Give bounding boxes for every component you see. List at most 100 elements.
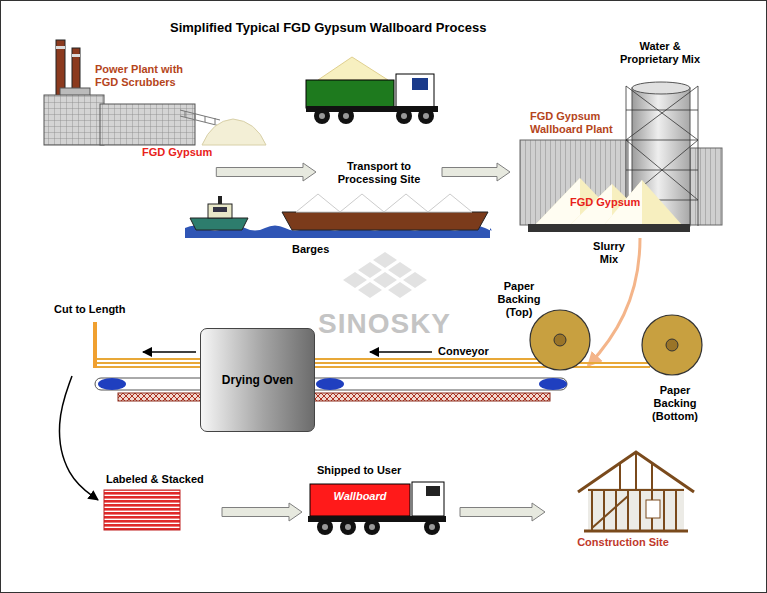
watermark-logo (343, 252, 427, 298)
board-stack (104, 490, 180, 530)
watermark-logo (403, 272, 427, 288)
house-frame (620, 452, 652, 490)
block-arrow (222, 503, 302, 521)
watermark-logo (373, 272, 397, 288)
node-label: Paper Backing (Top) (492, 280, 546, 319)
delivery-truck (308, 482, 446, 535)
text-label: Conveyor (438, 345, 489, 358)
delivery-truck (412, 482, 444, 516)
flow-arrow (60, 376, 98, 500)
roll-core (554, 334, 566, 346)
power-plant (72, 54, 80, 57)
board-stack (104, 490, 180, 530)
wallboard-plant (690, 148, 722, 225)
paper-roll-circle (642, 315, 702, 375)
block-arrow (216, 163, 316, 181)
flow-arrow (143, 351, 196, 353)
node-label: Wallboard (310, 490, 410, 503)
power-plant (44, 40, 266, 145)
dump-truck (343, 113, 349, 119)
node-label: Cut to Length (54, 303, 125, 316)
house-frame (578, 452, 694, 531)
barges (213, 207, 227, 212)
house-frame (646, 500, 660, 518)
process-box: Drying Oven (200, 328, 315, 432)
power-plant-group: Power Plant with FGD ScrubbersFGD Gypsum (40, 35, 216, 185)
delivery-truck (369, 524, 375, 530)
power-plant (202, 119, 266, 145)
paper-roll: Paper Backing (Bottom) (635, 312, 715, 430)
delivery-truck (364, 519, 380, 535)
paper-roll: Paper Backing (Top) (490, 278, 590, 373)
node-label: Power Plant with FGD Scrubbers (95, 63, 207, 89)
node-label: FGD Gypsum Wallboard Plant (530, 110, 632, 136)
house-frame (578, 452, 694, 492)
roll-core (666, 339, 678, 351)
roll-shape (490, 278, 590, 373)
conveyor (316, 378, 344, 390)
wallboard-plant (528, 224, 690, 232)
dump-truck (423, 113, 429, 119)
house-frame (588, 488, 684, 530)
dump-truck (314, 108, 330, 124)
dump-truck (319, 113, 325, 119)
power-plant (44, 95, 104, 145)
node-label: Shipped to User (317, 464, 401, 477)
cut-station: Cut to Length (52, 303, 140, 373)
power-plant (56, 46, 65, 49)
watermark-logo (388, 262, 412, 278)
transport-group: Transport to Processing Site (318, 158, 440, 188)
block-arrow (442, 163, 510, 181)
barges (282, 212, 488, 230)
conveyor (539, 378, 567, 390)
power-plant (180, 110, 220, 126)
wallboard-plant (520, 140, 628, 225)
barges (190, 218, 248, 230)
watermark-logo (373, 252, 397, 268)
house-frame (588, 490, 684, 528)
dump-truck (396, 74, 434, 108)
stack-group: Labeled & Stacked (100, 473, 212, 533)
watermark-logo (358, 262, 382, 278)
barges (218, 196, 222, 204)
delivery-truck (426, 486, 440, 496)
conveyor (118, 393, 550, 401)
delivery-truck (322, 524, 328, 530)
plant-group: Water & Proprietary MixFGD Gypsum Wallbo… (512, 30, 725, 237)
watermark-logo (358, 282, 382, 298)
delivery-truck (340, 519, 356, 535)
barges (340, 194, 384, 212)
dump-truck (318, 57, 388, 80)
node-label: Drying Oven (213, 373, 303, 388)
watermark-logo (343, 272, 367, 288)
delivery-truck (317, 519, 333, 535)
conveyor (95, 378, 567, 390)
conveyor (98, 378, 126, 390)
site-group: Construction Site (548, 440, 698, 552)
node-label: FGD Gypsum (570, 196, 640, 209)
dump-truck (306, 80, 394, 108)
text-label: Barges (292, 243, 329, 256)
barges (384, 194, 428, 212)
truck-group: Shipped to UserWallboard (305, 462, 448, 542)
barges (208, 204, 232, 218)
node-label: FGD Gypsum (142, 146, 212, 159)
barges (185, 194, 492, 238)
dump-truck (338, 108, 354, 124)
conveyor (93, 322, 97, 368)
barges (296, 194, 340, 212)
conveyor (370, 351, 432, 353)
barges (428, 194, 472, 212)
node-label: Paper Backing (Bottom) (641, 384, 709, 423)
watermark-logo (388, 282, 412, 298)
delivery-truck (345, 524, 351, 530)
dump-truck (418, 108, 434, 124)
delivery-truck (429, 524, 435, 530)
node-label: Labeled & Stacked (106, 473, 204, 486)
dump-truck (412, 78, 428, 90)
paper-roll-circle (530, 310, 590, 370)
watermark: SINOSKY (318, 308, 451, 340)
